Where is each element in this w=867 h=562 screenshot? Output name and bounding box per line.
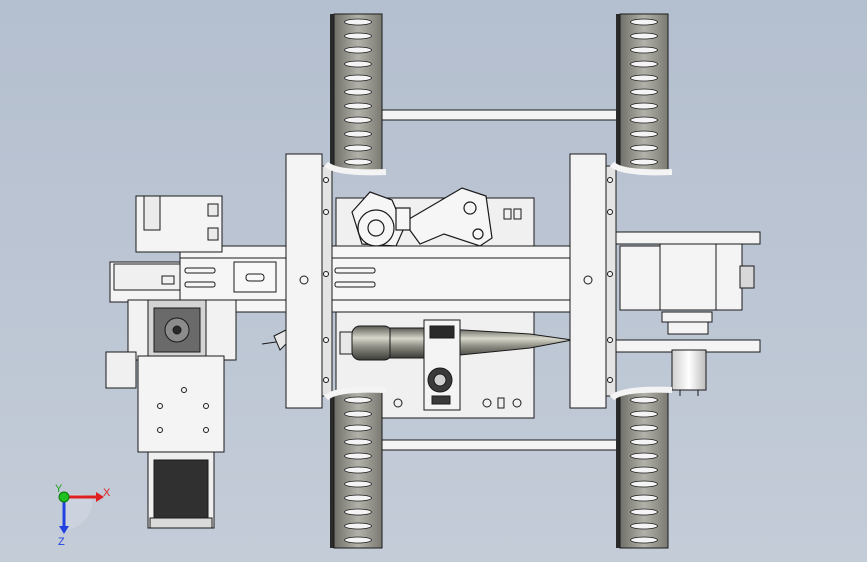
track-slot	[630, 158, 658, 166]
triad-y-axis-dot	[58, 491, 70, 503]
lower-servo	[423, 319, 461, 411]
track-slot	[630, 452, 658, 460]
track-slot	[344, 410, 372, 418]
track-slot	[630, 32, 658, 40]
track-left-top	[323, 13, 387, 176]
track-slot	[344, 536, 372, 544]
track-slot	[344, 46, 372, 54]
track-slot	[630, 88, 658, 96]
triad-x-label: X	[103, 487, 111, 499]
track-slot	[344, 102, 372, 110]
track-slot	[630, 18, 658, 26]
triad-z-label: Z	[58, 536, 65, 548]
track-slot	[344, 452, 372, 460]
track-slot	[344, 522, 372, 530]
main-rail	[109, 245, 611, 313]
track-shadow	[616, 14, 622, 170]
triad-x-arrow-icon	[96, 492, 104, 502]
track-slot	[344, 130, 372, 138]
track-slot	[344, 438, 372, 446]
track-slot	[630, 508, 658, 516]
track-slot	[630, 46, 658, 54]
right-side-plate	[569, 153, 617, 409]
triad-y-label: Y	[55, 483, 63, 495]
track-slot	[344, 508, 372, 516]
track-slot	[344, 480, 372, 488]
track-slot	[630, 536, 658, 544]
track-slot	[344, 424, 372, 432]
track-bend	[609, 161, 673, 176]
track-slot	[630, 494, 658, 502]
track-slot	[630, 396, 658, 404]
track-shadow	[616, 392, 622, 548]
left-side-plate	[285, 153, 333, 409]
track-slot	[344, 32, 372, 40]
track-bend	[323, 161, 387, 176]
track-slot	[344, 466, 372, 474]
servo-linkage	[351, 187, 493, 247]
track-slot	[630, 480, 658, 488]
track-slot	[630, 116, 658, 124]
track-slot	[344, 158, 372, 166]
track-slot	[630, 144, 658, 152]
left-motor-assembly	[105, 195, 237, 529]
track-slot	[344, 494, 372, 502]
track-slot	[630, 466, 658, 474]
track-bend	[323, 386, 387, 401]
track-left-bottom	[323, 386, 387, 549]
track-slot	[630, 522, 658, 530]
triad-z-arrow-icon	[59, 526, 69, 534]
track-slot	[344, 88, 372, 96]
track-slot	[344, 60, 372, 68]
track-slot	[630, 438, 658, 446]
track-bend	[609, 386, 673, 401]
track-slot	[630, 102, 658, 110]
track-slot	[630, 60, 658, 68]
track-right-top	[609, 13, 673, 176]
track-slot	[344, 144, 372, 152]
coordinate-triad: X Y Z	[55, 483, 111, 548]
track-slot	[344, 116, 372, 124]
track-slot	[344, 74, 372, 82]
track-slot	[630, 74, 658, 82]
track-shadow	[330, 14, 336, 170]
right-rail-extension	[611, 231, 761, 396]
track-shadow	[330, 392, 336, 548]
track-slot	[344, 396, 372, 404]
track-right-bottom	[609, 386, 673, 549]
track-slot	[630, 410, 658, 418]
track-slot	[630, 424, 658, 432]
track-slot	[344, 18, 372, 26]
track-slot	[630, 130, 658, 138]
